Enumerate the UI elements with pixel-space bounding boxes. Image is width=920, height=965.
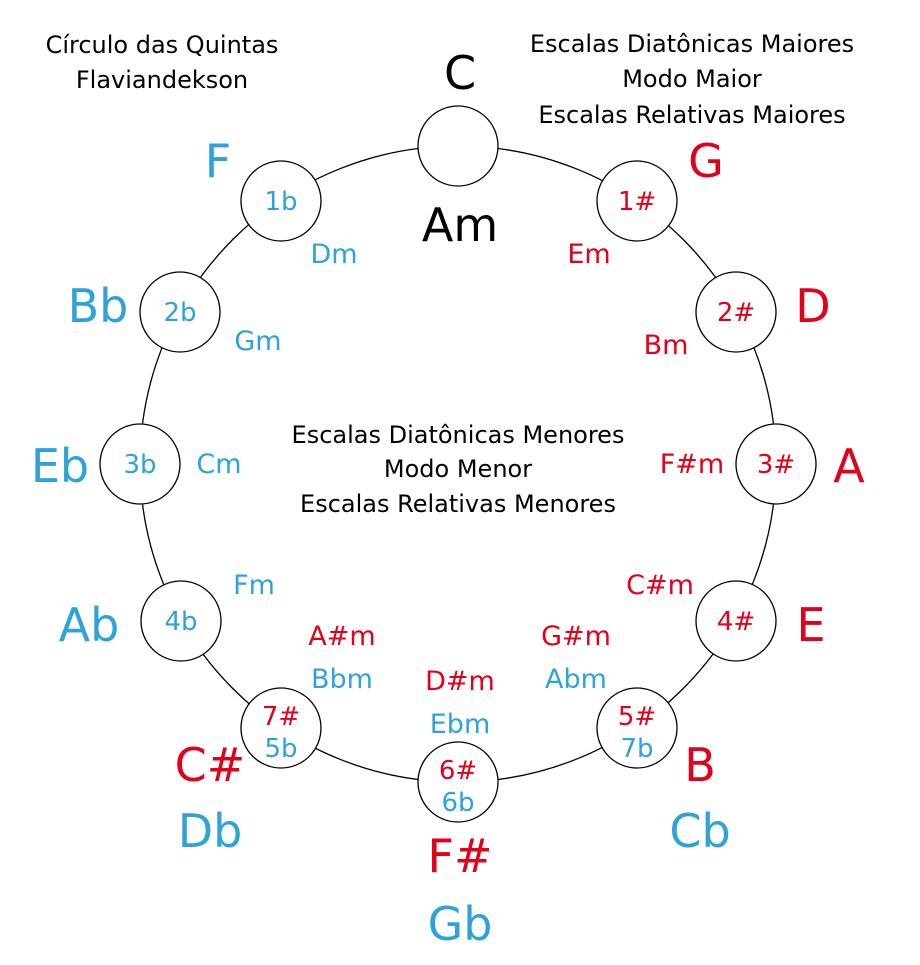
minor-key-gm: Gm	[234, 326, 281, 357]
major-key-ab: Ab	[59, 598, 120, 652]
minor-key-c-sharp-m: C#m	[626, 570, 694, 601]
major-key-c-sharp: C#	[175, 738, 246, 792]
key-bb: 2b Bb Gm	[68, 271, 282, 357]
minor-key-ebm: Ebm	[430, 709, 491, 740]
signature-3-sharp: 3#	[757, 450, 795, 480]
signature-3-flat: 3b	[123, 450, 156, 480]
header-left-line-1: Círculo das Quintas	[46, 31, 279, 59]
major-key-g: G	[688, 134, 724, 188]
signature-1-sharp: 1#	[618, 187, 656, 217]
key-d: 2# D Bm	[644, 271, 831, 361]
major-key-c: C	[444, 46, 476, 100]
key-node-ab	[140, 580, 222, 662]
key-node-c-sharp	[240, 687, 322, 769]
major-key-f: F	[205, 134, 231, 188]
key-eb: 3b Eb Cm	[31, 423, 242, 505]
minor-key-abm: Abm	[545, 664, 607, 695]
signature-2-sharp: 2#	[717, 298, 755, 328]
signature-7-sharp: 7#	[262, 702, 300, 732]
signature-5-flat: 5b	[264, 734, 297, 764]
major-key-db: Db	[178, 804, 243, 858]
signature-1-flat: 1b	[264, 187, 297, 217]
major-key-e: E	[796, 598, 825, 652]
key-node-c	[417, 105, 499, 187]
minor-key-d-sharp-m: D#m	[425, 666, 495, 697]
header-right-line-2: Modo Maior	[622, 65, 762, 93]
key-g: 1# G Em	[567, 134, 724, 270]
signature-4-flat: 4b	[164, 607, 197, 637]
minor-key-am: Am	[422, 198, 498, 252]
header-right-line-3: Escalas Relativas Maiores	[538, 101, 845, 129]
minor-key-bbm: Bbm	[311, 664, 373, 695]
signature-2-flat: 2b	[163, 298, 196, 328]
minor-key-fm: Fm	[233, 570, 275, 601]
key-e: 4# E C#m	[626, 570, 826, 662]
signature-6-flat: 6b	[441, 788, 474, 818]
major-key-bb: Bb	[68, 279, 129, 333]
key-node-g	[596, 160, 678, 242]
key-node-e	[695, 580, 777, 662]
key-node-eb	[99, 423, 181, 505]
key-f-sharp: 6# 6b F# Gb D#m Ebm	[417, 666, 499, 951]
major-key-a: A	[833, 439, 865, 493]
signature-5-sharp: 5#	[618, 702, 656, 732]
center-text-line-1: Escalas Diatônicas Menores	[292, 421, 625, 449]
key-c: C Am	[417, 46, 499, 252]
key-node-d	[695, 271, 777, 353]
minor-key-a-sharp-m: A#m	[308, 621, 375, 652]
key-f: 1b F Dm	[205, 134, 358, 270]
minor-key-dm: Dm	[310, 239, 357, 270]
minor-key-bm: Bm	[644, 330, 689, 361]
header-left-line-2: Flaviandekson	[76, 66, 248, 94]
major-key-eb: Eb	[31, 439, 89, 493]
center-text-line-2: Modo Menor	[384, 455, 532, 483]
signature-4-sharp: 4#	[717, 607, 755, 637]
center-text-line-3: Escalas Relativas Menores	[300, 490, 616, 518]
minor-key-g-sharp-m: G#m	[541, 621, 611, 652]
key-c-sharp: 7# 5b C# Db A#m Bbm	[175, 621, 376, 858]
signature-6-sharp: 6#	[439, 756, 477, 786]
key-ab: 4b Ab Fm	[59, 570, 275, 662]
key-a: 3# A F#m	[660, 423, 865, 505]
minor-key-cm: Cm	[196, 449, 241, 480]
major-key-d: D	[795, 279, 830, 333]
key-node-b	[596, 687, 678, 769]
header-right-line-1: Escalas Diatônicas Maiores	[530, 30, 854, 58]
minor-key-f-sharp-m: F#m	[660, 449, 724, 480]
minor-key-em: Em	[567, 239, 610, 270]
signature-7-flat: 7b	[620, 734, 653, 764]
key-node-f-sharp	[417, 741, 499, 823]
major-key-f-sharp: F#	[427, 829, 492, 883]
key-node-f	[240, 160, 322, 242]
key-node-bb	[139, 271, 221, 353]
key-b: 5# 7b B Cb G#m Abm	[541, 621, 731, 858]
major-key-gb: Gb	[428, 897, 493, 951]
major-key-b: B	[684, 738, 716, 792]
major-key-cb: Cb	[669, 804, 730, 858]
key-node-a	[735, 423, 817, 505]
